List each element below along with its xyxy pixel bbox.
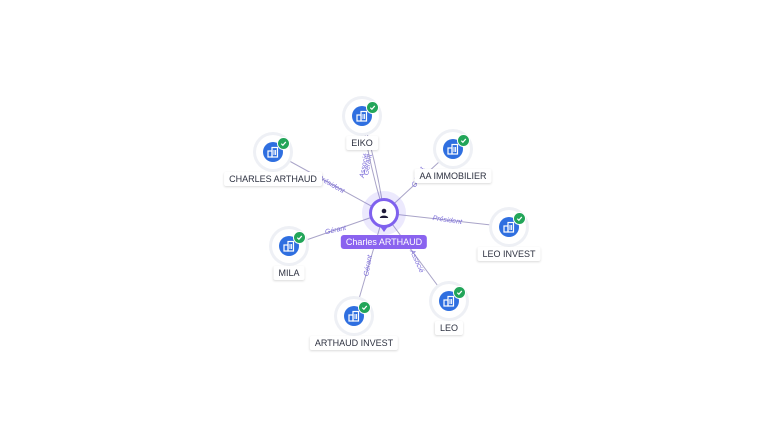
company-name-label[interactable]: ARTHAUD INVEST [309, 336, 399, 350]
verified-check-icon [366, 101, 379, 114]
edge-label: Président [432, 215, 463, 226]
person-icon[interactable] [369, 198, 399, 228]
edge-label: Gérant [363, 153, 374, 176]
verified-check-icon [453, 286, 466, 299]
company-name-label[interactable]: LEO INVEST [477, 247, 541, 261]
verified-check-icon [277, 137, 290, 150]
company-name-label[interactable]: LEO [434, 321, 464, 335]
edge-label: Gérant [363, 254, 374, 277]
edge-label: Associé [359, 153, 370, 179]
verified-check-icon [358, 301, 371, 314]
person-pin-tip [379, 225, 389, 232]
edge-label: Gérant [324, 225, 347, 237]
company-name-label[interactable]: AA IMMOBILIER [414, 169, 492, 183]
company-name-label[interactable]: EIKO [346, 136, 378, 150]
verified-check-icon [293, 231, 306, 244]
verified-check-icon [513, 212, 526, 225]
company-name-label[interactable]: MILA [273, 266, 305, 280]
person-name-label[interactable]: Charles ARTHAUD [340, 235, 428, 249]
company-name-label[interactable]: CHARLES ARTHAUD [224, 172, 322, 186]
verified-check-icon [457, 134, 470, 147]
edge-label: Associé [408, 248, 425, 274]
